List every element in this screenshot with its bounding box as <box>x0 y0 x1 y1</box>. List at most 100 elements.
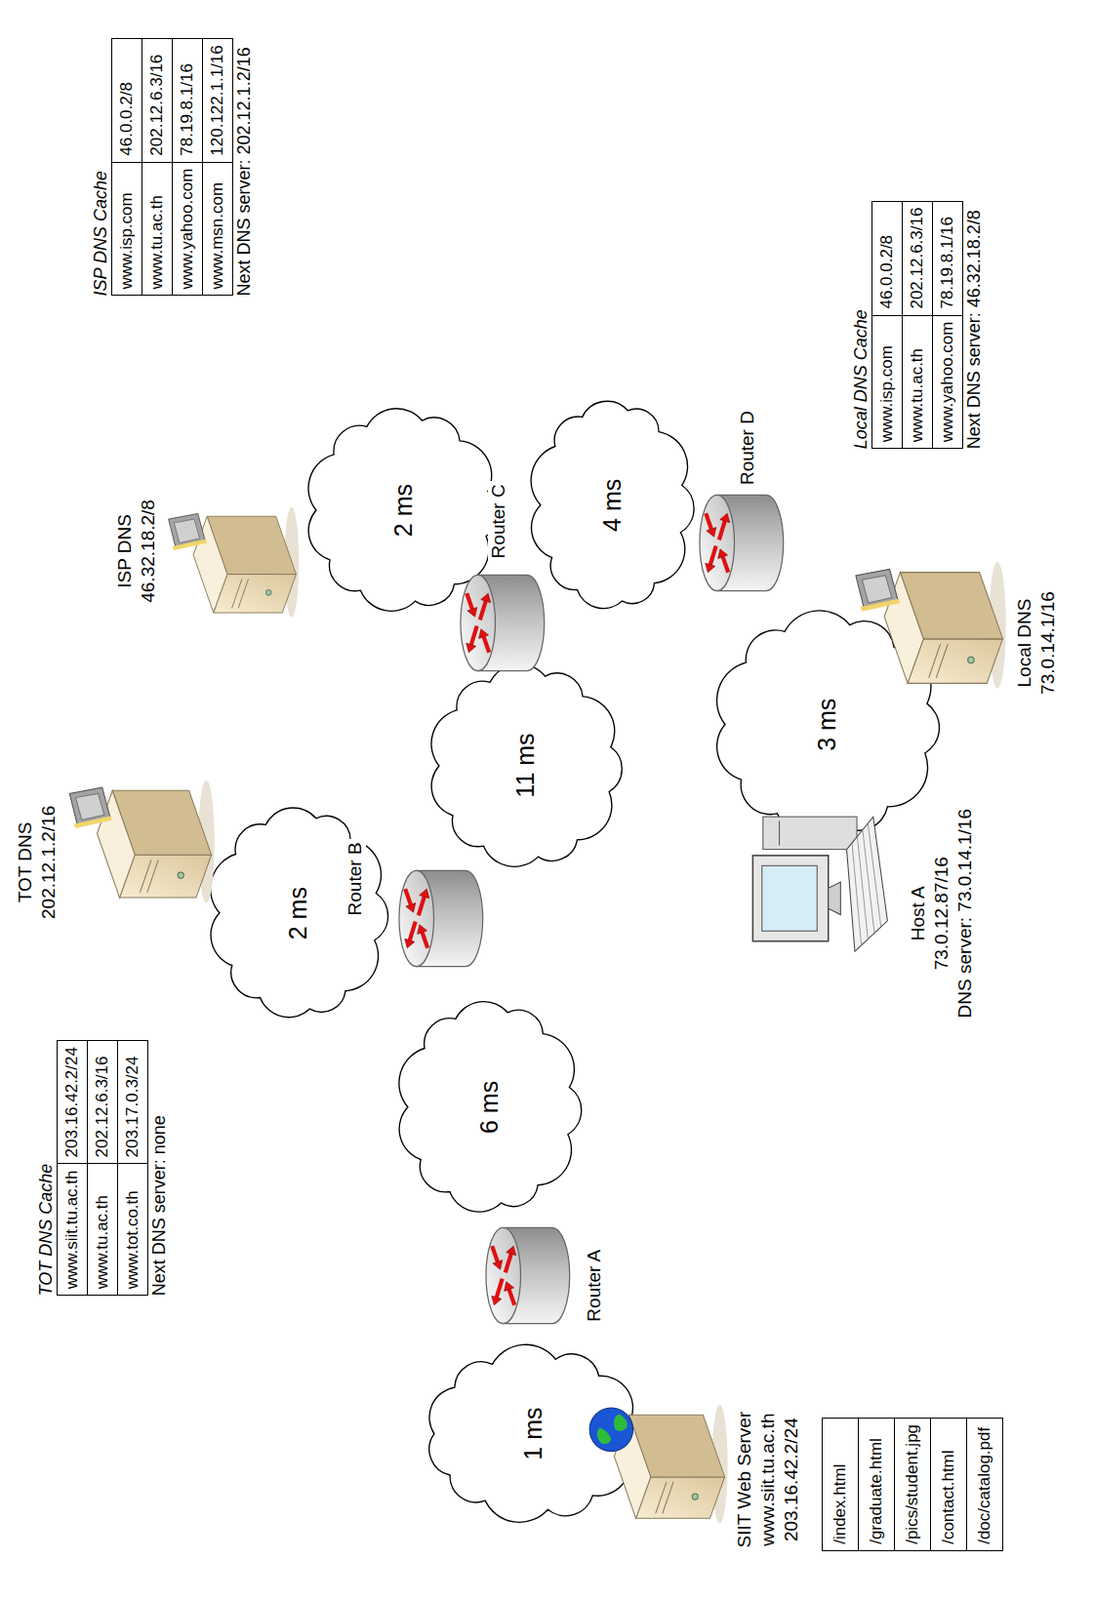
server-panel-face <box>75 794 104 821</box>
label-group: Router C <box>487 481 510 562</box>
delay-label: 1 ms <box>519 1407 548 1460</box>
router-name: Router D <box>736 407 759 488</box>
label-group: 2 ms <box>199 796 399 1032</box>
server-node-outline <box>847 556 1011 705</box>
arrow-head <box>492 1260 503 1271</box>
arrow-shaft <box>466 593 473 609</box>
drive-bay <box>662 1482 674 1514</box>
power-light <box>968 656 974 663</box>
cache-table: ISP DNS Cachewww.isp.com46.0.0.2/8www.tu… <box>89 38 255 296</box>
label-group: 11 ms <box>418 653 634 879</box>
server-node: TOT DNS202.12.1.2/16 <box>63 775 217 919</box>
server-node-outline <box>63 775 217 919</box>
power-light <box>691 1494 698 1500</box>
table-cell: www.msn.com <box>202 162 234 296</box>
arrow-shaft <box>405 889 411 905</box>
arrow-head <box>506 1246 517 1257</box>
table-cell: www.tot.co.th <box>117 1164 148 1297</box>
monitor-bezel <box>753 855 829 942</box>
arrow-head <box>478 628 488 639</box>
table-row: www.tot.co.th203.17.0.3/24 <box>117 1041 148 1297</box>
cloud-outline <box>431 663 622 867</box>
drive-bay <box>935 644 948 679</box>
router-arrows <box>405 889 430 949</box>
delay-label: 3 ms <box>812 698 842 752</box>
arrow-head <box>720 513 730 524</box>
monitor-stand <box>828 882 842 915</box>
table-cell: 46.0.0.2/8 <box>112 39 143 163</box>
arrow-shaft <box>508 1290 515 1306</box>
router-arrows <box>491 1246 517 1306</box>
table-cell: www.tu.ac.th <box>86 1164 118 1297</box>
table-cell: www.siit.tu.ac.th <box>56 1164 87 1297</box>
table-cell: 120.122.1.1/16 <box>202 39 234 163</box>
next-server-note: Next DNS server: 46.32.18.2/8 <box>963 201 985 450</box>
host-label: Local DNS <box>1012 591 1037 695</box>
table-row: /doc/catalog.pdf <box>966 1418 1003 1551</box>
label-group: Local DNS73.0.14.1/16 <box>1012 591 1060 695</box>
table-title: TOT DNS Cache <box>35 1040 57 1297</box>
table-cell: /pics/student.jpg <box>893 1418 931 1551</box>
drive-bay <box>232 578 243 608</box>
table-cell: 203.17.0.3/24 <box>117 1041 148 1165</box>
pc-tower <box>763 816 857 850</box>
table-row: www.yahoo.com78.19.8.1/16 <box>172 39 203 296</box>
arrow-shaft <box>480 601 487 620</box>
arrow-shaft <box>706 513 713 529</box>
table-cell: /index.html <box>821 1418 858 1551</box>
arrow-head <box>465 643 476 653</box>
router-top <box>699 494 735 591</box>
table-row: www.siit.tu.ac.th203.16.42.2/24 <box>56 1041 87 1297</box>
table-row: www.tu.ac.th202.12.6.3/16 <box>142 39 173 296</box>
table-cell: 78.19.8.1/16 <box>172 39 203 163</box>
key-row <box>868 823 882 928</box>
router-top <box>399 870 435 967</box>
server-node-outline <box>162 500 301 634</box>
host-label: 73.0.12.87/16 <box>930 809 954 1018</box>
router-icon: Router C <box>439 567 552 680</box>
arrow-shaft <box>719 521 726 540</box>
host-label: DNS server: 73.0.14.1/16 <box>953 809 977 1018</box>
host-label: 73.0.14.1/16 <box>1036 591 1060 695</box>
arrow-head <box>467 607 478 617</box>
label-group: SIIT Web Serverwww.siit.tu.ac.th203.16.4… <box>732 1412 804 1549</box>
globe <box>589 1408 633 1452</box>
cloud-outline <box>210 808 389 1018</box>
router-name: Router A <box>583 1247 606 1326</box>
table-row: /graduate.html <box>857 1418 894 1551</box>
arrow-head <box>480 593 490 604</box>
host-label: ISP DNS <box>113 499 137 604</box>
delay-label: 2 ms <box>283 887 313 940</box>
router-icon-outline <box>377 862 490 975</box>
drive-bay <box>238 578 248 608</box>
router-icon-outline <box>678 486 791 600</box>
drive-bay <box>655 1482 667 1514</box>
pc-drive <box>778 820 780 846</box>
router-arrows <box>465 593 490 653</box>
table-cell: www.tu.ac.th <box>142 162 173 296</box>
table-row: /index.html <box>821 1418 858 1551</box>
arrow-head <box>491 1296 502 1306</box>
delay-label: 11 ms <box>511 732 540 798</box>
globe-land <box>597 1415 628 1446</box>
key-row <box>857 836 869 939</box>
next-server-note: Next DNS server: none <box>148 1040 170 1297</box>
keyboard <box>847 816 889 952</box>
cloud-outline <box>308 408 499 612</box>
network-cloud: 11 ms <box>418 653 634 879</box>
arrow-head <box>705 563 716 573</box>
router-name: Router C <box>487 481 510 562</box>
network-cloud: 2 ms <box>199 796 399 1032</box>
table-row: www.yahoo.com78.19.8.1/16 <box>932 201 964 449</box>
table-row: www.tu.ac.th202.12.6.3/16 <box>902 201 933 449</box>
server-panel-face <box>174 519 201 543</box>
panel-edge <box>73 816 113 830</box>
router-top <box>486 1227 522 1324</box>
key-row <box>851 843 862 946</box>
power-light <box>177 872 184 879</box>
table-grid: www.isp.com46.0.0.2/8www.tu.ac.th202.12.… <box>111 38 234 296</box>
host-label: 203.16.42.2/24 <box>779 1412 804 1549</box>
label-group: Host A73.0.12.87/16DNS server: 73.0.14.1… <box>906 809 977 1018</box>
web-server-node: SIIT Web Serverwww.siit.tu.ac.th203.16.4… <box>581 1398 730 1541</box>
